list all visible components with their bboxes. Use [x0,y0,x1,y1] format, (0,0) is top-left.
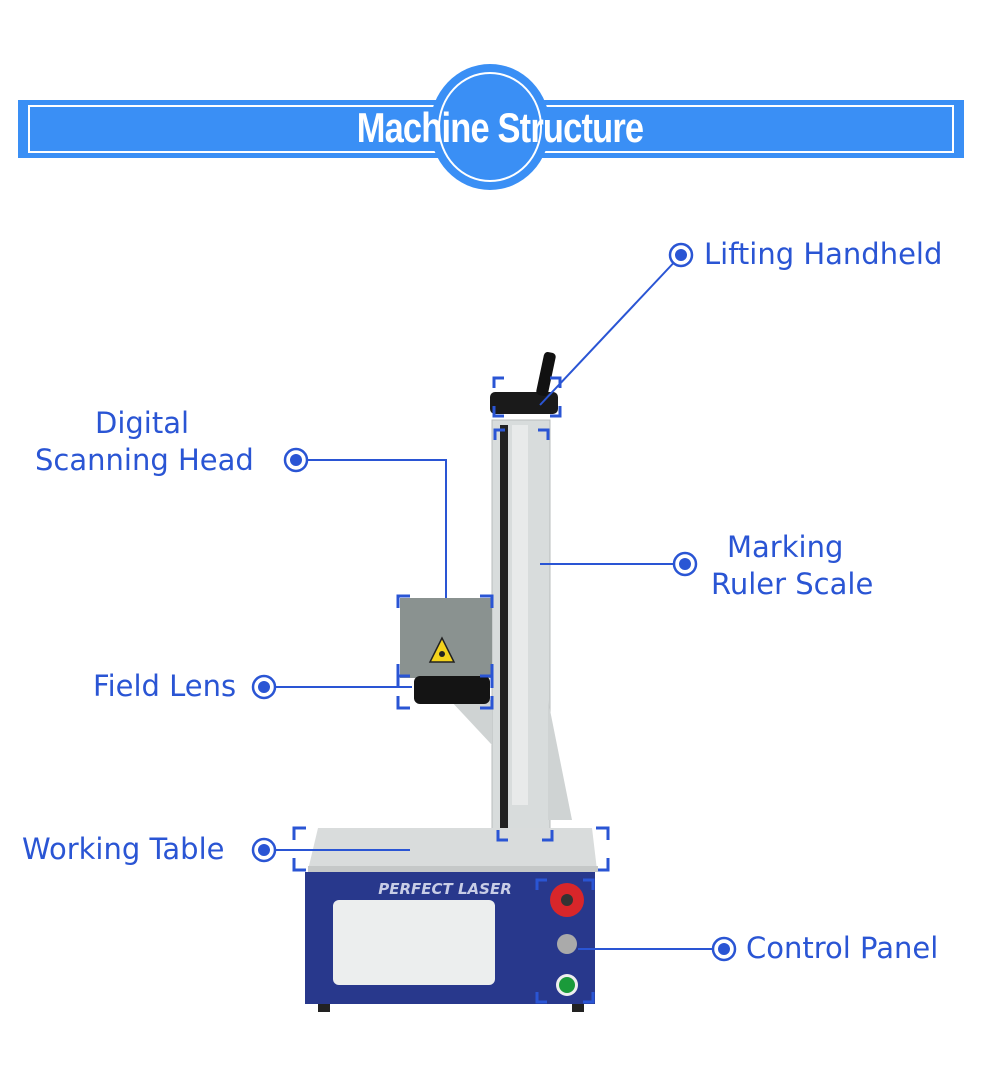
field-lens [414,676,490,704]
highlight-brackets [292,376,610,1004]
label-lifting-handheld: Lifting Handheld [704,237,943,271]
laser-warning-icon [428,636,456,663]
scanning-head [400,598,492,745]
svg-text:PERFECT LASER: PERFECT LASER [378,880,512,898]
working-table [308,828,598,872]
label-field-lens: Field Lens [93,669,237,703]
title-circle [430,64,550,190]
key-switch [557,934,577,954]
label-marking-ruler-scale-line2: Ruler Scale [711,567,874,601]
column [491,419,572,841]
label-working-table: Working Table [22,832,225,866]
ruler-scale [512,425,528,805]
circle-border [438,72,542,182]
dot-icon [251,674,277,700]
dot-icon [668,242,694,268]
dot-icon [672,551,698,577]
lifting-handwheel [490,351,558,414]
label-marking-ruler-scale-line1: Marking [727,530,844,564]
dot-icon [283,447,309,473]
vent-grille [333,900,495,985]
label-control-panel: Control Panel [746,931,939,965]
page-title: Machine Structure [356,104,644,151]
dot-icon [711,936,737,962]
label-dots [251,242,737,962]
dot-icon [251,837,277,863]
leader-lines [264,254,724,950]
label-digital-scanning-head-line1: Digital [95,406,190,440]
power-button [559,977,575,993]
base-cabinet: PERFECT LASER [305,872,595,1012]
label-digital-scanning-head-line2: Scanning Head [35,443,254,477]
